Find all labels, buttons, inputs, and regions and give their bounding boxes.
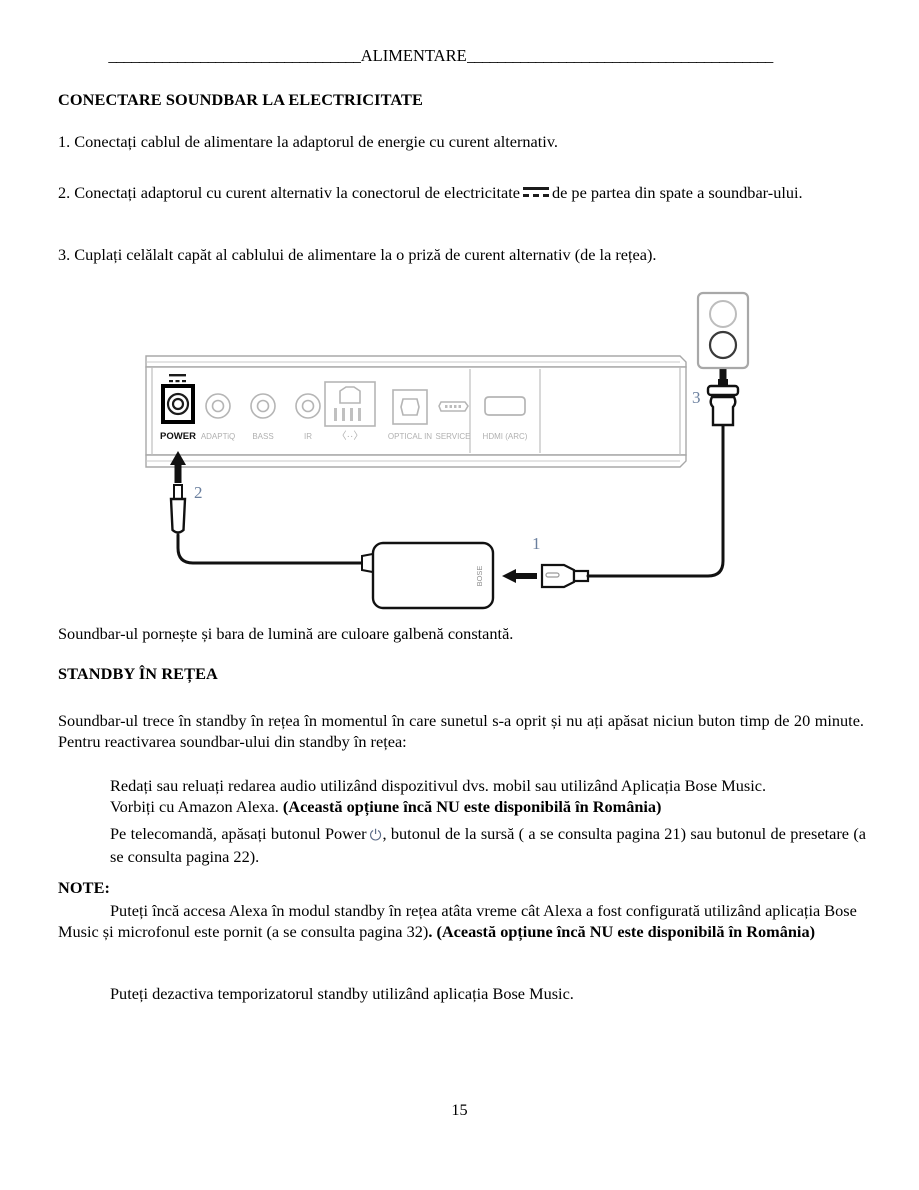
port-label-ir: IR: [304, 432, 312, 441]
dc-power-icon: [523, 185, 549, 199]
note-label: NOTE:: [58, 878, 111, 897]
step-3-text: 3. Cuplați celălalt capăt al cablului de…: [58, 245, 657, 264]
port-service: [438, 401, 469, 412]
standby-bullet-1: Redați sau reluați redarea audio utilizâ…: [110, 775, 868, 796]
after-figure-paragraph: Soundbar-ul pornește și bara de lumină a…: [58, 623, 868, 644]
header-title: ALIMENTARE: [360, 46, 467, 65]
port-label-hdmi-arc: HDMI (ARC): [483, 432, 528, 441]
standby-intro-paragraph: Soundbar-ul trece în standby în rețea în…: [58, 710, 864, 752]
power-adapter-brick: BOSE: [361, 541, 495, 610]
port-label-network: 〈··〉: [337, 430, 364, 442]
port-label-power: POWER: [160, 431, 196, 442]
standby-bullet-2-bold: (Această opțiune încă NU este disponibil…: [282, 797, 662, 816]
section-heading-network-standby: STANDBY ÎN REȚEA: [58, 664, 218, 683]
step-1-paragraph: 1. Conectați cablul de alimentare la ada…: [58, 131, 868, 152]
port-optical-in: [392, 389, 428, 425]
callout-3-label: 3: [692, 388, 701, 407]
adapter-brand-mark: BOSE: [475, 566, 484, 587]
port-ir: [295, 393, 321, 419]
wall-outlet: [696, 291, 750, 370]
section-heading-connect-power: CONECTARE SOUNDBAR LA ELECTRICITATE: [58, 90, 423, 109]
standby-bullet-2-plain: Vorbiți cu Amazon Alexa.: [110, 797, 279, 816]
port-hdmi-arc: [484, 396, 526, 416]
callout-2-label: 2: [194, 483, 203, 502]
step-3-paragraph: 3. Cuplați celălalt capăt al cablului de…: [58, 244, 868, 265]
power-connection-diagram: POWER ADAPTiQ BASS IR 〈··〉 OPTICAL IN SE…: [140, 285, 800, 610]
standby-bullet-3: Pe telecomandă, apăsați butonul Power⏻, …: [110, 823, 866, 867]
note-paragraph-2-text: Puteți dezactiva temporizatorul standby …: [110, 984, 574, 1003]
step-2-text-before: 2. Conectați adaptorul cu curent alterna…: [58, 183, 520, 202]
standby-bullet-3-after: , butonul de la sursă ( a se consulta pa…: [110, 824, 866, 866]
port-power: [161, 374, 195, 424]
note-paragraph-1-bold: . (Această opțiune încă NU este disponib…: [428, 922, 816, 941]
note-paragraph-1-plain: Puteți încă accesa Alexa în modul standb…: [58, 901, 857, 941]
port-network: [324, 381, 376, 427]
standby-bullet-1-text: Redați sau reluați redarea audio utilizâ…: [110, 776, 767, 795]
standby-intro-text: Soundbar-ul trece în standby în rețea în…: [58, 711, 864, 751]
page-number: 15: [451, 1100, 468, 1119]
wall-plug-3: [706, 379, 740, 427]
after-figure-text: Soundbar-ul pornește și bara de lumină a…: [58, 624, 514, 643]
header-rule-left: _________________________________: [108, 46, 361, 65]
step-2-text-after: de pe partea din spate a soundbar-ului.: [552, 183, 803, 202]
barrel-plug-2: [169, 484, 367, 565]
step-1-text: 1. Conectați cablul de alimentare la ada…: [58, 132, 558, 151]
power-button-icon: ⏻: [369, 826, 382, 844]
arrow-to-adapter-input: [502, 569, 537, 583]
port-adaptiq: [205, 393, 231, 419]
callout-1-label: 1: [532, 534, 541, 553]
header-rule-right: ________________________________________: [466, 46, 774, 65]
arrow-to-power-port: [170, 451, 186, 483]
port-label-service: SERVICE: [436, 432, 471, 441]
port-label-optical-in: OPTICAL IN: [388, 432, 432, 441]
note-paragraph-1: Puteți încă accesa Alexa în modul standb…: [58, 900, 870, 942]
ac-inlet-connector-1: [540, 423, 725, 589]
port-bass: [250, 393, 276, 419]
note-paragraph-2: Puteți dezactiva temporizatorul standby …: [110, 983, 868, 1004]
page-header: _________________________________ ALIMEN…: [58, 46, 823, 66]
port-label-group: POWER ADAPTiQ BASS IR 〈··〉 OPTICAL IN SE…: [160, 430, 528, 442]
standby-bullet-3-before: Pe telecomandă, apăsați butonul Power: [110, 824, 367, 843]
port-label-adaptiq: ADAPTiQ: [201, 432, 235, 441]
step-2-paragraph: 2. Conectați adaptorul cu curent alterna…: [58, 182, 858, 203]
port-label-bass: BASS: [252, 432, 273, 441]
standby-bullet-2: Vorbiți cu Amazon Alexa. (Această opțiun…: [110, 796, 868, 817]
